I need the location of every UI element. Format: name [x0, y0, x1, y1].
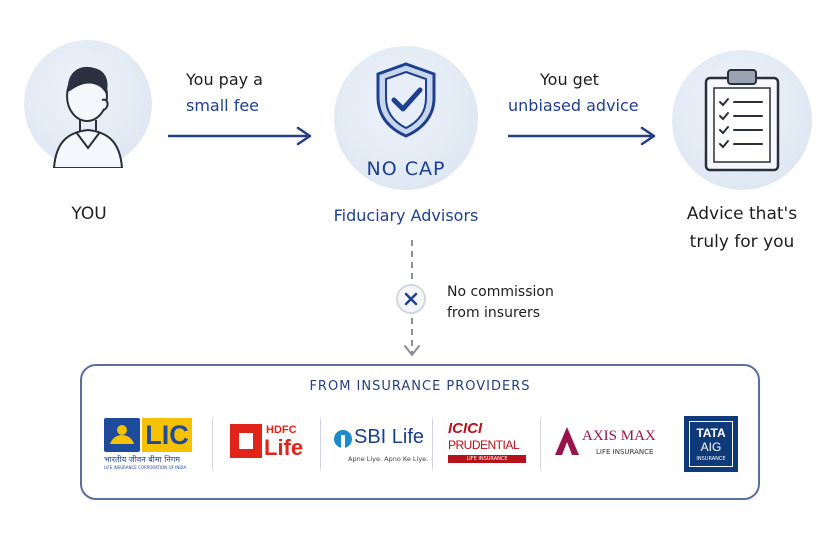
- advisor-name: Fiduciary Advisors: [333, 206, 479, 225]
- sbi-life-logo: SBI Life Apne Liye. Apno Ke Liye.: [334, 426, 429, 470]
- lic-logo: LIC भारतीय जीवन बीमा निगम LIFE INSURANCE…: [104, 418, 200, 472]
- hdfc-life-logo: HDFC Life: [230, 424, 306, 464]
- icici-middle: PRUDENTIAL: [448, 438, 520, 452]
- hdfc-bottom: Life: [264, 435, 304, 460]
- lic-emblem-icon: [104, 418, 140, 452]
- blocked-line2: from insurers: [447, 305, 541, 321]
- no-cap-badge: NO CAP: [366, 158, 446, 180]
- blocked-line1: No commission: [447, 284, 554, 300]
- blocked-connector: [404, 240, 420, 357]
- get-advice-line2: unbiased advice: [508, 96, 639, 115]
- tata-aig-logo: TATA AIG INSURANCE: [684, 416, 738, 472]
- axis-name: AXIS MAX: [582, 428, 656, 444]
- blocked-x-icon: [396, 284, 426, 314]
- axis-max-logo: AXIS MAX LIFE INSURANCE: [554, 426, 658, 466]
- separator: [432, 418, 433, 470]
- advisor-bubble: NO CAP: [334, 46, 478, 190]
- arrow-to-advisor-icon: [168, 126, 312, 146]
- get-advice-line1: You get: [540, 70, 599, 89]
- you-avatar-bubble: [24, 40, 152, 169]
- hdfc-square-icon: [230, 424, 262, 458]
- axis-sub: LIFE INSURANCE: [596, 448, 654, 456]
- outcome-bubble: [672, 50, 812, 190]
- sbi-circle-icon: [334, 430, 352, 448]
- icici-bottom: LIFE INSURANCE: [448, 455, 526, 463]
- lic-sub: LIFE INSURANCE CORPORATION OF INDIA: [104, 465, 187, 470]
- arrow-to-outcome-icon: [508, 126, 656, 146]
- icici-top: ICICI: [448, 420, 483, 437]
- separator: [320, 418, 321, 470]
- pay-fee-line2: small fee: [186, 96, 260, 115]
- person-icon: [52, 66, 124, 169]
- shield-check-icon: [376, 62, 436, 138]
- you-label: YOU: [71, 204, 107, 224]
- icici-prudential-logo: ICICI PRUDENTIAL LIFE INSURANCE: [448, 420, 532, 468]
- clipboard-checklist-icon: [704, 69, 780, 172]
- tata-top: TATA: [696, 426, 726, 440]
- providers-title: FROM INSURANCE PROVIDERS: [309, 379, 531, 394]
- providers-panel: [80, 364, 760, 500]
- sbi-name: SBI Life: [354, 426, 425, 448]
- lic-name: LIC: [142, 418, 192, 452]
- separator: [540, 418, 541, 470]
- outcome-line1: Advice that's: [686, 204, 798, 224]
- axis-triangle-icon: [555, 427, 579, 455]
- lic-hindi: भारतीय जीवन बीमा निगम: [104, 455, 181, 464]
- outcome-line2: truly for you: [689, 232, 795, 252]
- tata-middle: AIG: [700, 440, 722, 454]
- sbi-tagline: Apne Liye. Apno Ke Liye.: [348, 455, 429, 463]
- tata-bottom: INSURANCE: [696, 456, 726, 462]
- separator: [212, 418, 213, 470]
- hdfc-top: HDFC: [266, 424, 297, 436]
- pay-fee-line1: You pay a: [186, 70, 263, 89]
